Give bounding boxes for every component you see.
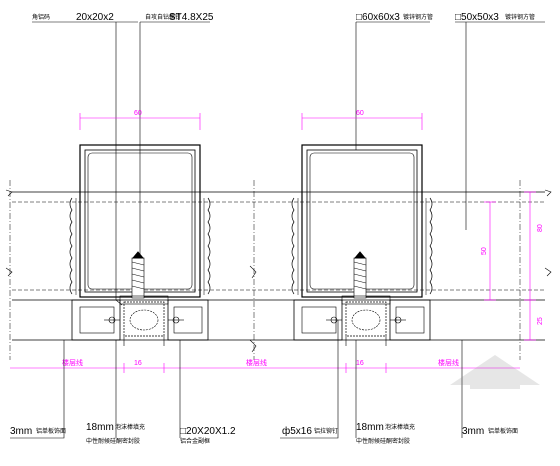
gasket-left-label2: 中性耐候硅酮密封胶 <box>86 437 140 445</box>
gasket-left-value: 18mm <box>86 422 114 433</box>
dim-width-left: 60 <box>134 110 142 117</box>
dim-width-right: 60 <box>356 110 364 117</box>
floor-axes <box>9 180 521 360</box>
gasket-right-label2: 中性耐候硅酮密封胶 <box>356 437 410 445</box>
right-mullion <box>291 144 433 299</box>
panel-right-value: 3mm <box>462 426 484 437</box>
panel-left-value: 3mm <box>10 426 32 437</box>
wall-body <box>5 189 552 353</box>
gasket-left-label1: 泡沫棒填充 <box>115 423 145 431</box>
left-mullion <box>69 144 211 299</box>
top-labels: 角铝码 20x20x2 自攻自钻螺钉 ST4.8X25 □60x60x3 镀锌钢… <box>32 12 545 23</box>
dim-floor-left: 楼层线 <box>62 358 83 367</box>
angle-value: 20x20x2 <box>76 12 114 23</box>
panel-left-label: 铝单板饰面 <box>36 427 66 435</box>
watermark-logo <box>450 355 540 389</box>
dim-gap-left: 16 <box>134 360 142 367</box>
dim-floor-right: 楼层线 <box>438 358 459 367</box>
gasket-right-label1: 泡沫棒填充 <box>385 423 415 431</box>
dim-gap-right: 16 <box>356 360 364 367</box>
dimension-labels: 60 60 16 16 楼层线 楼层线 楼层线 50 80 25 <box>62 110 544 367</box>
gasket-right-value: 18mm <box>356 422 384 433</box>
dim-height-25: 25 <box>537 317 544 325</box>
dim-height-50: 50 <box>481 247 488 255</box>
transom-label: 镀锌钢方管 <box>505 13 535 21</box>
dimensions <box>10 113 536 373</box>
bolt-label: 铝拉铆钉 <box>314 427 338 435</box>
bottom-labels: 3mm 铝单板饰面 18mm 泡沫棒填充 中性耐候硅酮密封胶 □20X20X1.… <box>10 422 518 445</box>
right-joint <box>293 295 431 346</box>
dim-height-80: 80 <box>537 224 544 232</box>
bolt-value: ф5x16 <box>282 425 312 437</box>
dim-floor-mid: 楼层线 <box>246 358 267 367</box>
left-joint <box>71 295 209 346</box>
screw-value: ST4.8X25 <box>169 12 214 23</box>
transom-value: □50x50x3 <box>455 12 499 23</box>
screw-label: 自攻自钻螺钉 <box>145 13 181 21</box>
tube-label: 铝合金副框 <box>180 437 210 445</box>
mullion-value: □60x60x3 <box>356 12 400 23</box>
tube-value: □20X20X1.2 <box>180 426 236 437</box>
bottom-leaders <box>10 320 463 439</box>
angle-label: 角铝码 <box>32 13 50 21</box>
mullion-label: 镀锌钢方管 <box>403 13 433 21</box>
top-leaders <box>115 22 467 306</box>
panel-right-label: 铝单板饰面 <box>488 427 518 435</box>
